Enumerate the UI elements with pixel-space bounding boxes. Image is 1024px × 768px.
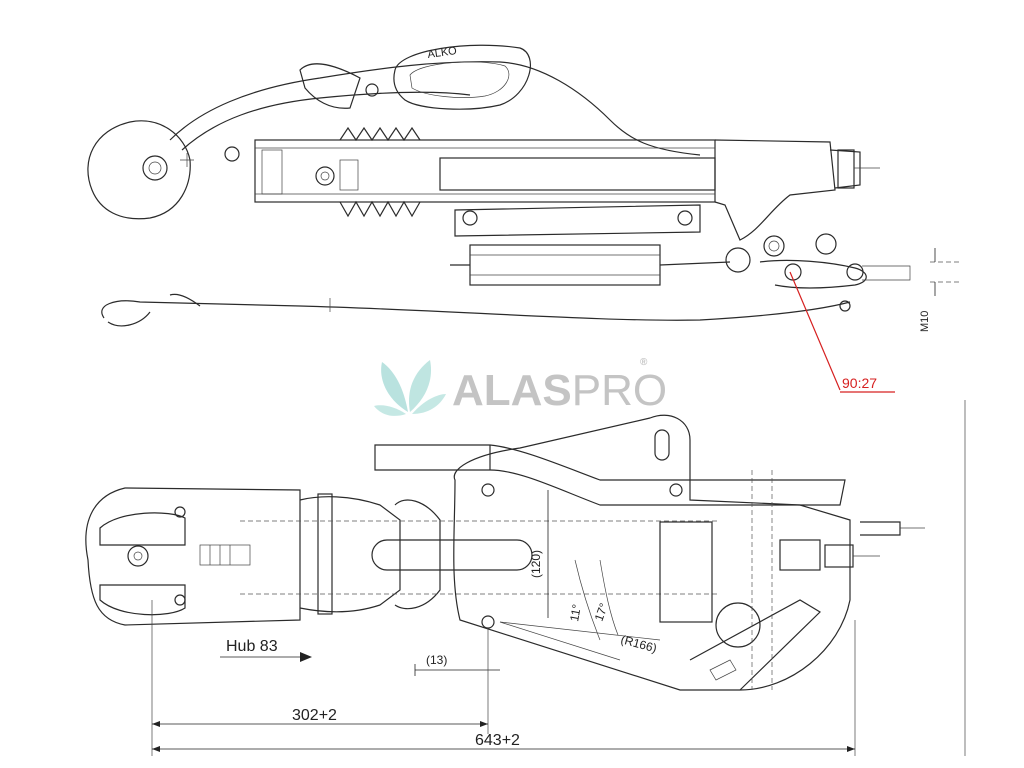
angle-11-label: 11° [567,603,584,623]
watermark-part1: ALAS [452,366,572,415]
top-view: (120) 11° 17° (R166) (13) Hub 83 302+2 6… [85,400,966,756]
watermark-registered: ® [640,357,648,368]
brand-mark-text: ALKO [427,45,458,61]
height-120-label: (120) [529,550,543,578]
thread-label: M10 [919,311,931,332]
short-length-label: 302+2 [292,707,337,724]
offset-13-label: (13) [426,653,447,667]
radius-label: (R166) [619,632,658,655]
side-view: ALKO M10 [87,44,960,393]
watermark: ALASPRO ® [374,357,667,416]
watermark-name: ALASPRO [452,366,667,415]
leaf-icon [374,360,446,416]
total-length-label: 643+2 [475,732,520,749]
callout-label: 90:27 [842,375,877,391]
watermark-part2: PRO [572,366,667,415]
stroke-label: Hub 83 [226,638,278,655]
callout-leader [789,271,841,391]
angle-17-label: 17° [592,601,611,623]
